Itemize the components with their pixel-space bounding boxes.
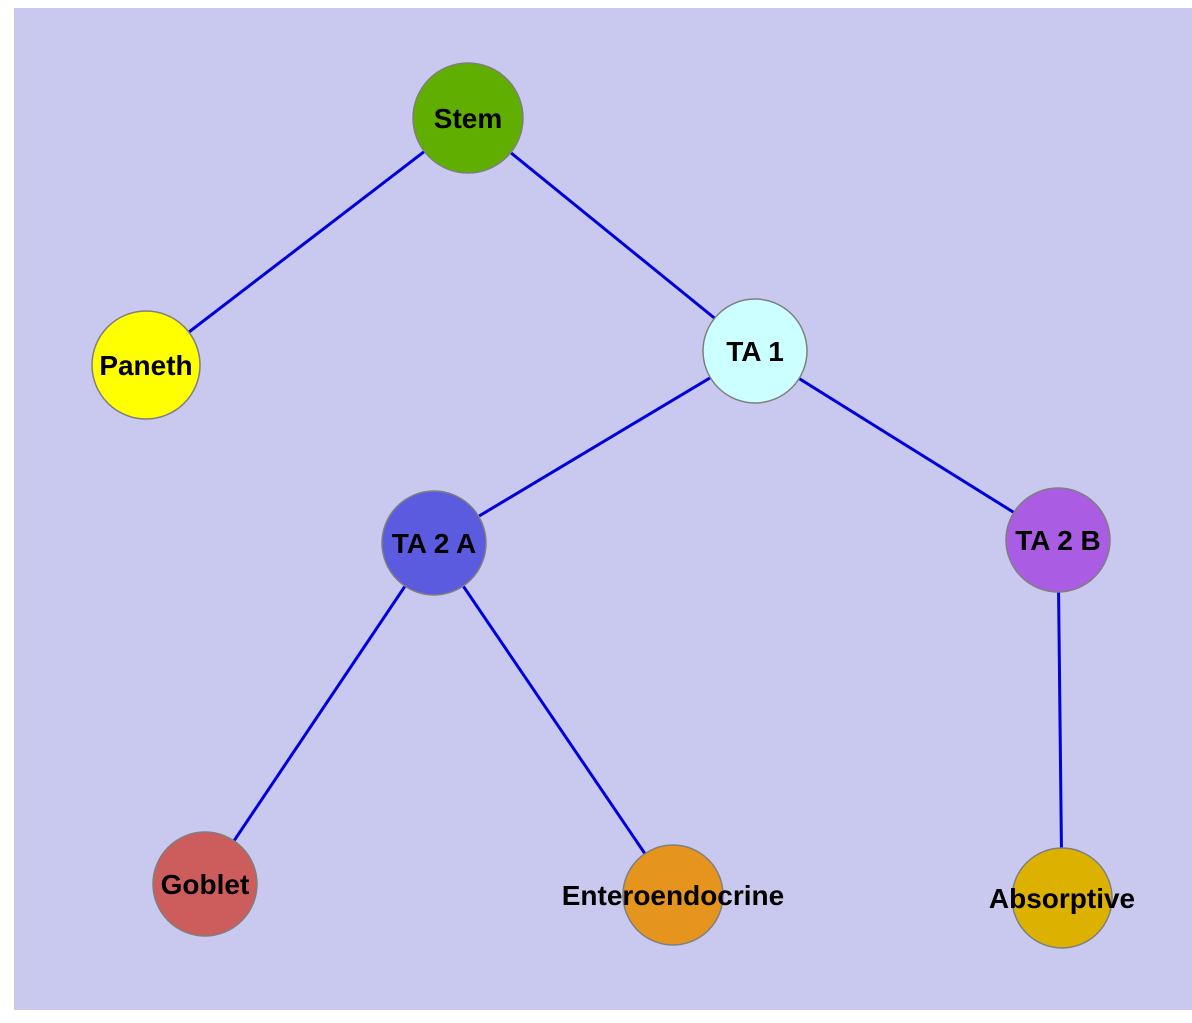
node-ta2a[interactable]: [381, 490, 487, 596]
node-absorptive[interactable]: [1011, 847, 1113, 949]
edge-ta1-ta2b: [753, 349, 1060, 542]
node-enteroendocrine[interactable]: [622, 844, 724, 946]
edge-stem-ta1: [466, 116, 757, 353]
node-group-ta2b: TA 2 B: [1005, 487, 1111, 593]
node-group-stem: Stem: [412, 62, 524, 174]
node-goblet[interactable]: [152, 831, 258, 937]
node-group-ta2a: TA 2 A: [381, 490, 487, 596]
edge-ta2a-goblet: [203, 541, 436, 886]
edge-stem-paneth: [144, 116, 470, 367]
node-group-goblet: Goblet: [152, 831, 258, 937]
node-stem[interactable]: [412, 62, 524, 174]
node-ta2b[interactable]: [1005, 487, 1111, 593]
edge-ta2b-absorptive: [1056, 538, 1064, 900]
edge-ta1-ta2a: [432, 349, 757, 545]
edge-ta2a-enteroendocrine: [432, 541, 675, 897]
node-group-paneth: Paneth: [91, 310, 201, 420]
node-ta1[interactable]: [702, 298, 808, 404]
node-group-ta1: TA 1: [702, 298, 808, 404]
node-paneth[interactable]: [91, 310, 201, 420]
